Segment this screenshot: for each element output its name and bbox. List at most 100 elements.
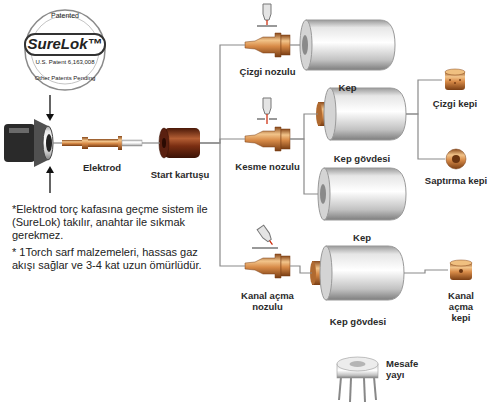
connector-line [290, 44, 300, 45]
nozzle-part [245, 254, 290, 278]
shield-cap-part [318, 168, 330, 220]
torch-icon [266, 20, 267, 25]
part-node: Çizgi kepi [442, 68, 468, 92]
shield-cap-part [302, 35, 308, 55]
torch-icon [257, 4, 277, 26]
note-text: * 1Torch sarf malzemeleri, hassas gaz ak… [12, 246, 217, 272]
part-label: Kep gövdesi [323, 316, 393, 327]
spacer-spring-part [374, 377, 376, 400]
start-cartridge-part [162, 138, 166, 148]
part-node: Mesafe yayı [335, 355, 380, 403]
part-node: Kep gövdesi [312, 246, 404, 300]
small-cap-part [454, 82, 456, 84]
nozzle-part [245, 33, 281, 57]
spacer-spring-part [364, 378, 365, 402]
shield-cap-part [300, 20, 312, 70]
connector-line [200, 45, 245, 143]
torch-head [4, 119, 62, 167]
spacer-spring-part [337, 357, 378, 402]
electrode-part [122, 140, 142, 146]
torch-icon [263, 4, 271, 20]
torch-head [9, 128, 29, 133]
electrode-part [62, 136, 142, 150]
torch-icon [270, 241, 273, 245]
spacer-spring-part [339, 377, 341, 400]
part-label: Mesafe yayı [386, 358, 426, 380]
logo-text: SureLok™ [25, 35, 105, 53]
part-node: Kep [318, 168, 406, 220]
shield-cap-part [320, 184, 326, 204]
part-label: Çizgi nozulu [233, 66, 303, 77]
torch-head [43, 126, 53, 160]
part-node: Kep [300, 20, 395, 70]
small-cap-part [446, 149, 466, 169]
small-cap-part [459, 79, 461, 81]
start-cartridge-part [159, 128, 200, 158]
connector-line [404, 270, 448, 273]
part-label: Kep [328, 82, 368, 93]
small-cap-part [450, 260, 472, 266]
torch-icon [257, 225, 273, 243]
torch-icon [269, 118, 277, 120]
torch-head [53, 142, 62, 143]
small-cap-part [459, 269, 463, 273]
part-label: Kep [342, 232, 382, 243]
nozzle-part [245, 33, 290, 57]
shield-cap-part [320, 246, 332, 300]
nozzle-part [245, 127, 281, 151]
shield-cap-part [324, 168, 406, 220]
note-text: *Elektrod torç kafasına geçme sistem ile… [12, 203, 217, 242]
pointer-arrow [46, 114, 54, 121]
part-node: Kep gövdesi [318, 88, 406, 140]
part-node: Çizgi nozulu [245, 31, 290, 59]
start-cartridge-part [159, 128, 169, 158]
part-label: Kesme nozulu [233, 161, 303, 172]
spacer-spring-part [350, 378, 351, 402]
shield-cap-part [300, 20, 406, 300]
start-cartridge-part [164, 128, 200, 158]
part-node: Start kartuşu [160, 128, 200, 158]
shield-cap-part [306, 20, 395, 70]
torch-icon [263, 98, 271, 114]
part-label: Start kartuşu [145, 169, 215, 180]
spacer-spring-part [337, 357, 378, 371]
electrode-part [82, 137, 88, 149]
torch-head [4, 124, 35, 162]
part-node: Kanal açma nozulu [245, 252, 290, 280]
connector-line [406, 114, 445, 159]
connector-line [290, 266, 312, 273]
part-node: Kanal açma kepi [448, 258, 474, 282]
torch-icon [257, 225, 276, 247]
electrode-part [88, 139, 118, 147]
shield-cap-part [326, 246, 404, 300]
surelok-logo [25, 34, 105, 55]
small-cap-part [452, 155, 460, 163]
pointer-arrow [49, 171, 50, 193]
electrode-part [118, 136, 122, 150]
part-label: Elektrod [72, 162, 132, 173]
part-label: Kanal açma kepi [439, 290, 483, 323]
small-cap-part [445, 69, 465, 75]
torch-icon [257, 118, 265, 120]
part-label: Kanal açma nozulu [239, 290, 297, 312]
shield-cap-part [324, 88, 336, 140]
connector-line [142, 142, 160, 143]
logo-text: Patented [25, 12, 105, 20]
torch-icon [257, 98, 277, 124]
part-node: Elektrod [62, 136, 142, 150]
part-label: Saptırma kepi [424, 175, 488, 186]
logo-text: U.S. Patent 6,163,008 [15, 59, 115, 66]
part-label: Kep gövdesi [327, 153, 397, 164]
nozzle-part [281, 35, 290, 55]
part-label: Çizgi kepi [430, 98, 480, 109]
part-node: Saptırma kepi [445, 148, 467, 170]
logo-text: Other Patents Pending [15, 75, 115, 82]
pointer-arrow [49, 95, 50, 116]
nozzle-part [281, 256, 290, 276]
torch-icon [257, 25, 277, 27]
connector-line [290, 114, 318, 139]
shield-cap-part [330, 88, 406, 140]
torch-icon [252, 247, 278, 249]
electrode-part [62, 140, 82, 146]
